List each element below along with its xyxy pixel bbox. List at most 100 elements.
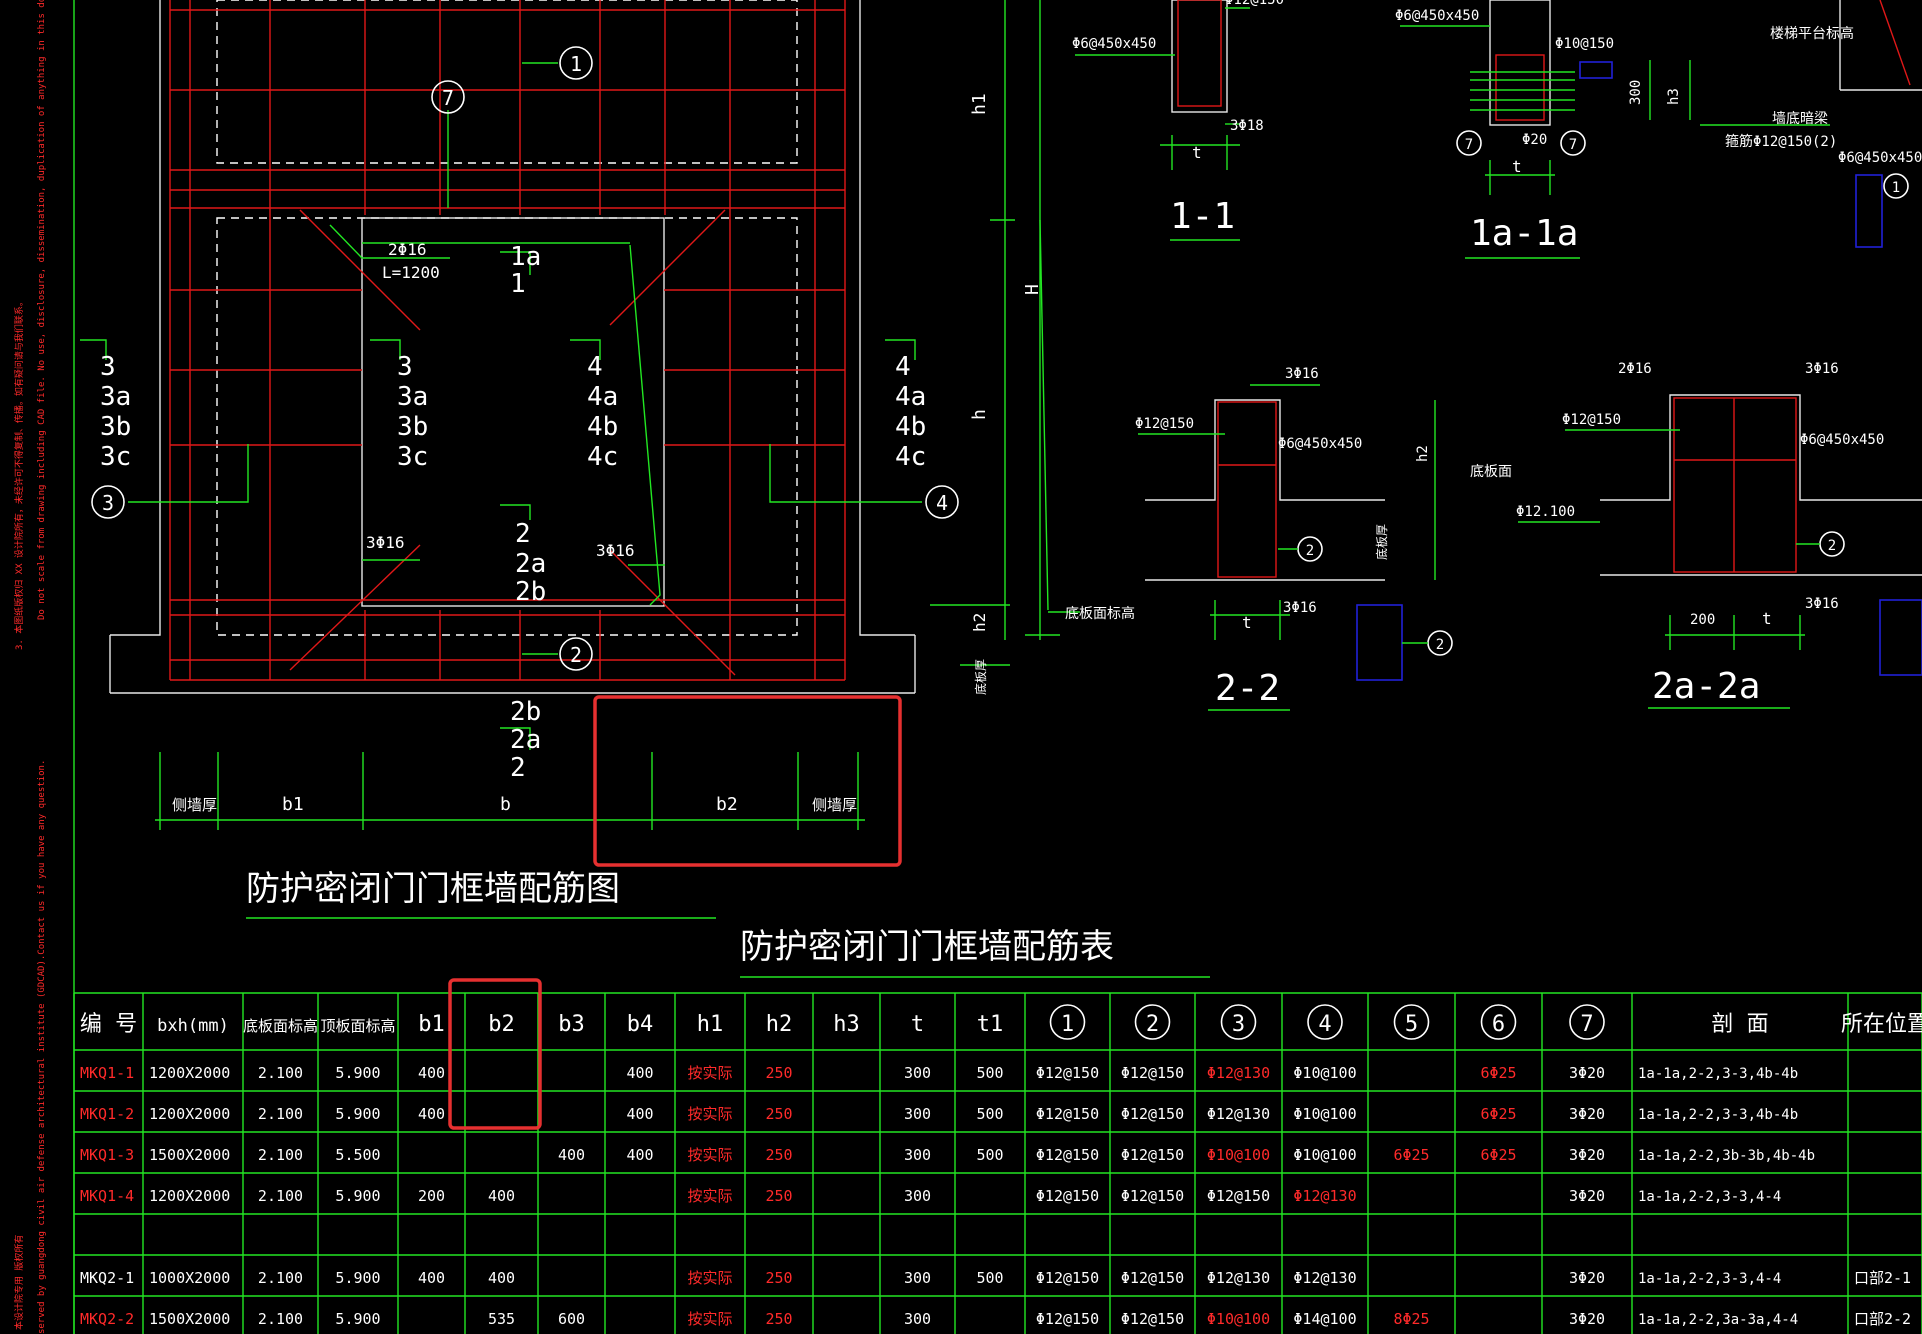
table-cell: 400 [558, 1146, 585, 1164]
label-below-2a: 2a [510, 725, 541, 755]
table-cell: 300 [904, 1146, 931, 1164]
table-cell: Φ12@130 [1207, 1064, 1270, 1082]
table-cell: 口部2-1 [1854, 1269, 1911, 1287]
table-cell: 1a-1a,2-2,3-3,4b-4b [1638, 1066, 1798, 1082]
table-cell: 5.900 [335, 1310, 380, 1328]
table-header-cell: h3 [833, 1012, 860, 1037]
s22-t: t [1242, 613, 1252, 632]
s22-rebar1: 3Φ16 [1285, 366, 1319, 382]
drawing-title: 防护密闭门门框墙配筋图 [246, 869, 620, 909]
table-grid [73, 992, 1922, 1334]
dim-floor-thk: 底板厚 [973, 659, 988, 695]
table-cell: 400 [488, 1269, 515, 1287]
table-header-cell: 7 [1580, 1012, 1593, 1037]
label-right-4b: 4b [895, 412, 926, 442]
label-inner-right-4b: 4b [587, 412, 618, 442]
table-cell: 3Φ20 [1569, 1310, 1605, 1328]
table-cell: 5.500 [335, 1146, 380, 1164]
table-cell: MKQ2-2 [80, 1310, 134, 1328]
callout-4-circle [925, 485, 959, 519]
header-circle [1220, 1004, 1257, 1040]
table-cell: Φ10@100 [1293, 1064, 1356, 1082]
callout-7: 7 [442, 86, 454, 110]
s22-c2: 2 [1306, 543, 1314, 559]
margin-note-red-en: Do not scale from drawing including CAD … [37, 0, 47, 620]
table-cell: 按实际 [687, 1310, 732, 1328]
titles: 防护密闭门门框墙配筋图 防护密闭门门框墙配筋表 [246, 869, 1210, 978]
label-inner-left-3c: 3c [397, 442, 428, 472]
table-title: 防护密闭门门框墙配筋表 [740, 927, 1114, 967]
table-cell: 1200X2000 [149, 1187, 230, 1205]
s1a-rebar2: Φ10@150 [1555, 36, 1614, 52]
callouts: 1 7 3 4 2 [91, 46, 959, 671]
label-inner-left-3a: 3a [397, 382, 428, 412]
label-bottom-2b: 2b [515, 577, 546, 607]
table-cell: Φ12@150 [1121, 1146, 1184, 1164]
label-top-1: 1 [510, 269, 526, 299]
rebar-grid [169, 0, 846, 681]
table-header-cell: h1 [697, 1012, 724, 1037]
s22-floor: 底板面 [1470, 464, 1512, 480]
header-circle [1307, 1004, 1343, 1040]
table-header-cell: 编 号 [80, 1012, 137, 1037]
table-cell: Φ10@100 [1207, 1310, 1270, 1328]
rebar-left: 3Φ16 [366, 533, 405, 552]
table-cell: 1200X2000 [149, 1105, 230, 1123]
table-cell: Φ12@130 [1207, 1269, 1270, 1287]
dim-side-wall-left: 侧墙厚 [172, 796, 217, 814]
margin-note-red-2-en: served by guangdong civil air defense ar… [37, 760, 47, 1334]
table-cell: 500 [976, 1146, 1003, 1164]
label-right-4a: 4a [895, 382, 926, 412]
table-cell: 按实际 [687, 1146, 732, 1164]
callout-3-circle [91, 485, 125, 519]
header-circle [1480, 1004, 1517, 1040]
table-cell: 400 [626, 1064, 653, 1082]
label-left-3a: 3a [100, 382, 131, 412]
table-cell: 2.100 [258, 1146, 303, 1164]
table-cell: 1500X2000 [149, 1146, 230, 1164]
table-cell: Φ12@150 [1036, 1064, 1099, 1082]
label-top-1a: 1a [510, 242, 541, 272]
label-bottom-2: 2 [515, 519, 531, 549]
table-cell: Φ12@150 [1121, 1064, 1184, 1082]
s22-rebar2: Φ12@150 [1135, 416, 1194, 432]
header-circle [1134, 1004, 1171, 1040]
table-header-cell: 1 [1061, 1012, 1074, 1037]
s11-t: t [1192, 143, 1202, 162]
table-cell: 250 [765, 1187, 792, 1205]
table-header-cell: h2 [766, 1012, 793, 1037]
s2a-rebar6: 3Φ16 [1805, 596, 1839, 612]
table-header-cell: t1 [977, 1012, 1004, 1037]
rebar-right: 3Φ16 [596, 541, 635, 560]
table-cell: 400 [626, 1105, 653, 1123]
s2a-c2: 2 [1828, 538, 1836, 554]
s1a-note2: 墙底暗梁 [1772, 111, 1828, 127]
label-bottom-2a: 2a [515, 549, 546, 579]
dim-side-wall-right: 侧墙厚 [812, 796, 857, 814]
dim-b1: b1 [282, 794, 304, 815]
table-header-cell: b2 [488, 1012, 515, 1037]
table-cell: 2.100 [258, 1187, 303, 1205]
table-cell: Φ10@100 [1293, 1146, 1356, 1164]
s22-h2: h2 [1415, 445, 1431, 462]
table-cell: 8Φ25 [1393, 1310, 1429, 1328]
s22-floor-thk: 底板厚 [1374, 524, 1389, 560]
table-header-cell: 所在位置 [1841, 1012, 1922, 1037]
dim-h: h [969, 409, 990, 420]
dim-b2: b2 [716, 794, 738, 815]
section-2-2: 3Φ16 Φ12@150 Φ6@450x450 3Φ16 h2 底板面 底板厚 … [1135, 366, 1512, 711]
highlight-b2-dimension [593, 695, 902, 867]
table-header-cell: 底板面标高 [243, 1017, 318, 1035]
label-inner-left-3: 3 [397, 352, 413, 382]
table-cell: 300 [904, 1187, 931, 1205]
elevation-drawing: 1 7 3 4 2 3 3a 3b 3c 3 3a 3b 3c 4 4a 4b … [80, 0, 1135, 867]
dim-b: b [500, 794, 511, 815]
s1a-title: 1a-1a [1470, 213, 1578, 254]
elevation-labels: 3 3a 3b 3c 3 3a 3b 3c 4 4a 4b 4c 4 4a 4b… [100, 93, 1135, 815]
